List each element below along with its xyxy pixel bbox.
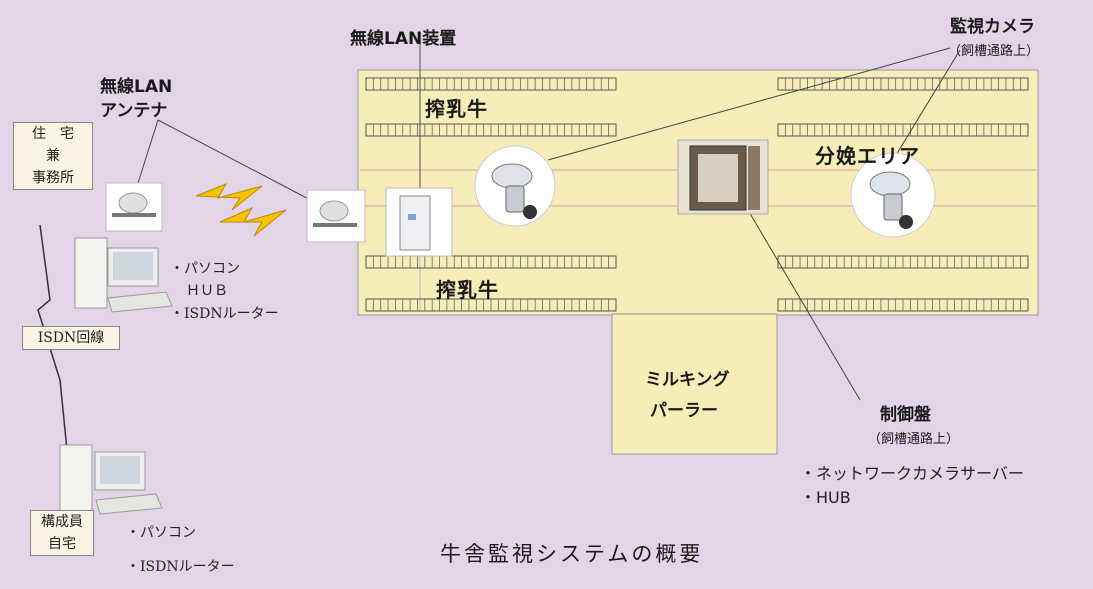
milking-parlor-label-1: ミルキング [645,370,730,390]
member-home-box: 構成員 自宅 [30,510,94,556]
milking-cow-label-top: 搾乳牛 [425,97,488,121]
camera-icon-2 [850,152,936,238]
computer-icon [74,237,173,313]
stall-row-6 [777,255,1029,269]
stall-row-4 [777,123,1029,137]
milking-cow-label-bottom: 搾乳牛 [436,278,499,302]
stall-row-2 [777,77,1029,91]
office-equipment-3: ・ISDNルーター [170,306,279,322]
office-equipment-1: ・パソコン [170,261,240,277]
antenna-connection-line [137,119,159,184]
isdn-line-path [37,224,69,461]
antenna-icon [105,182,163,232]
stall-row-3 [365,123,617,137]
diagram-title: 牛舎監視システムの概要 [440,542,704,566]
wireless-signal-icon [195,183,287,237]
calving-area-label: 分娩エリア [815,144,920,168]
residence-line-3: 事務所 [32,170,74,186]
residence-line-1: 住 宅 [32,126,74,142]
control-panel-icon [677,139,769,215]
control-panel-leader [744,204,861,401]
stall-row-5 [365,255,617,269]
isdn-line-label: ISDN回線 [22,326,120,350]
panel-equipment-2: ・HUB [800,488,851,507]
stall-row-8 [777,298,1029,312]
antenna-label-line2: アンテナ [100,101,168,121]
camera-leader-1 [547,47,951,161]
residence-line-2: 兼 [46,148,60,164]
member-home-line-1: 構成員 [41,514,83,530]
camera-label: 監視カメラ [950,17,1035,37]
camera-icon [474,145,556,227]
camera-note: （飼槽通路上） [948,44,1040,59]
member-equipment-2: ・ISDNルーター [126,559,235,575]
milking-parlor-label-2: パーラー [650,401,718,421]
antenna-label-line1: 無線LAN [100,77,173,97]
member-home-line-2: 自宅 [48,536,76,552]
lan-device-icon [385,187,453,257]
residence-office-box: 住 宅 兼 事務所 [13,122,93,190]
camera-leader-2 [892,49,961,161]
barn-antenna-icon [306,189,366,243]
panel-equipment-1: ・ネットワークカメラサーバー [800,464,1024,483]
member-equipment-1: ・パソコン [126,525,196,541]
control-panel-note: （飼槽通路上） [868,432,960,447]
stall-row-1 [365,77,617,91]
lan-device-label: 無線LAN装置 [350,29,457,49]
office-equipment-2: ＨＵＢ [186,283,228,299]
milking-parlor-area [611,313,778,455]
computer-icon-member [59,444,163,515]
stall-row-7 [365,298,617,312]
control-panel-label: 制御盤 [880,405,931,425]
